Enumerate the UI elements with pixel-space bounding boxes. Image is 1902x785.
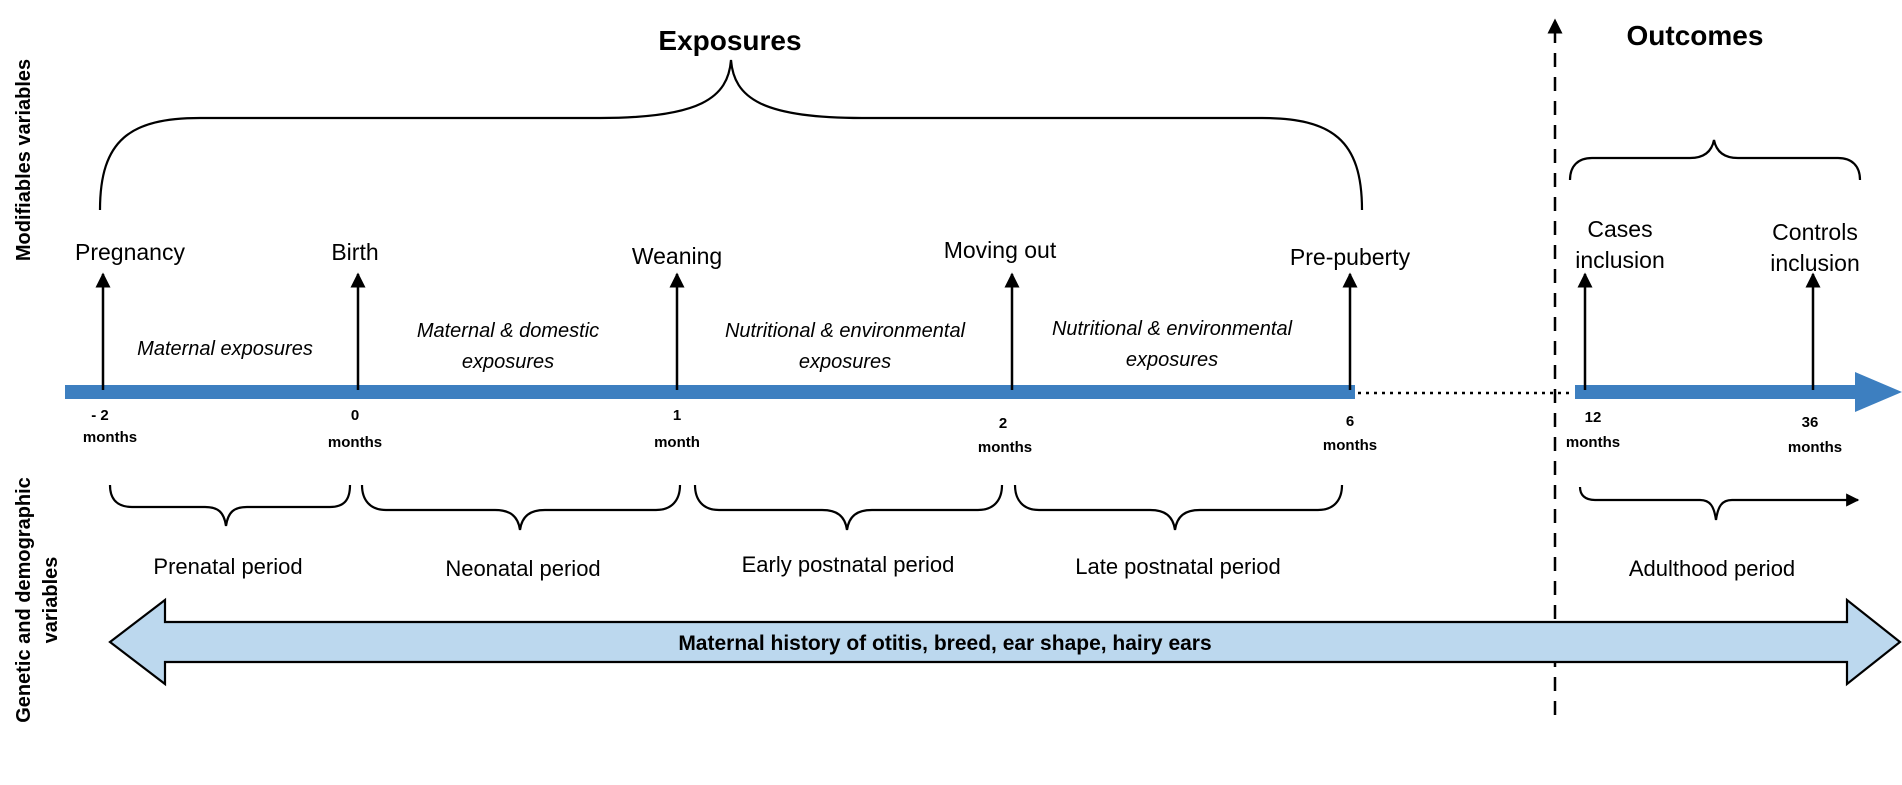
period-label-early-postnatal: Early postnatal period [742,552,955,577]
event-label-controls-line2: inclusion [1770,250,1860,276]
genetic-variables-label-line2: variables [40,557,62,644]
genetic-variables-label-line1: Genetic and demographic [13,477,35,723]
exposure-label-nutritional-2-line1: Nutritional & environmental [1052,318,1293,340]
exposure-label-maternal: Maternal exposures [137,338,313,360]
period-label-neonatal: Neonatal period [445,556,600,581]
tick-label-cases-unit: months [1566,434,1620,451]
tick-label-moving-out-value: 2 [999,415,1007,432]
tick-label-controls-unit: months [1788,439,1842,456]
exposures-brace [98,59,1364,211]
period-brace-late-postnatal [1013,484,1344,531]
tick-label-weaning-value: 1 [673,407,681,424]
exposure-label-nutritional-1-line1: Nutritional & environmental [725,320,966,342]
tick-label-moving-out-unit: months [978,439,1032,456]
timeline-arrowhead [1855,372,1902,412]
tick-label-birth-unit: months [328,434,382,451]
outcomes-header: Outcomes [1627,20,1764,51]
event-label-weaning: Weaning [632,243,722,269]
period-brace-neonatal [360,484,682,531]
event-label-birth: Birth [331,239,378,265]
tick-label-pre-puberty-unit: months [1323,437,1377,454]
modifiable-variables-label: Modifiables variables [13,59,35,261]
event-label-cases-line1: Cases [1587,216,1652,242]
tick-label-pregnancy-value: - 2 [91,407,109,424]
event-label-controls-line1: Controls [1772,219,1858,245]
tick-label-pregnancy-unit: months [83,429,137,446]
exposure-label-maternal-domestic-line2: exposures [462,351,554,373]
tick-label-pre-puberty-value: 6 [1346,413,1354,430]
period-brace-early-postnatal [693,484,1004,531]
tick-label-birth-value: 0 [351,407,359,424]
period-label-prenatal: Prenatal period [153,554,302,579]
tick-label-weaning-unit: month [654,434,700,451]
exposure-label-nutritional-2-line2: exposures [1126,349,1218,371]
exposures-header: Exposures [658,25,801,56]
event-label-cases-line2: inclusion [1575,247,1665,273]
exposure-label-nutritional-1-line2: exposures [799,351,891,373]
period-brace-prenatal [108,484,352,527]
maternal-history-label: Maternal history of otitis, breed, ear s… [678,632,1211,655]
period-label-adulthood: Adulthood period [1629,556,1795,581]
event-label-moving-out: Moving out [944,237,1057,263]
tick-label-controls-value: 36 [1802,414,1819,431]
tick-label-cases-value: 12 [1585,409,1602,426]
exposure-label-maternal-domestic-line1: Maternal & domestic [417,320,599,342]
maternal-history-bar [108,597,1902,687]
period-label-late-postnatal: Late postnatal period [1075,554,1281,579]
outcomes-brace [1568,139,1862,181]
event-label-pregnancy: Pregnancy [75,239,185,265]
period-brace-adulthood [1578,486,1860,521]
event-label-pre-puberty: Pre-puberty [1290,244,1411,270]
